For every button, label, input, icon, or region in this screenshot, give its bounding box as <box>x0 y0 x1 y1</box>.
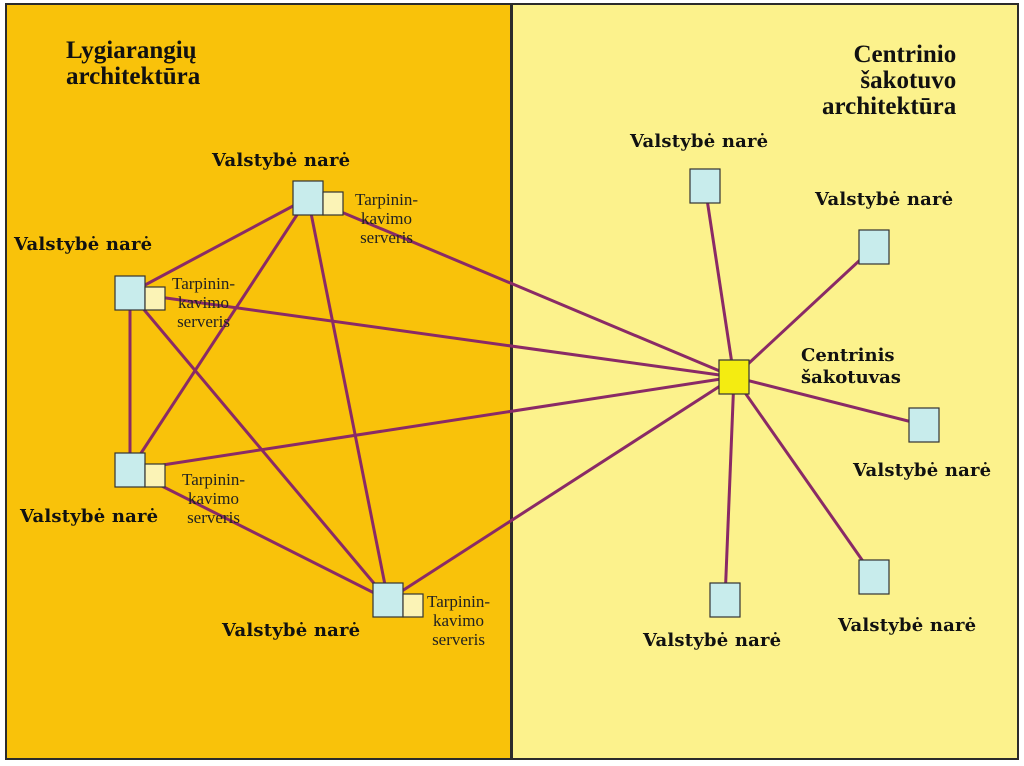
mediation-server-label-lower-left: Tarpinin- kavimo serveris <box>182 470 246 527</box>
left-title: Lygiarangių architektūra <box>66 37 201 90</box>
mediation-server-box-2 <box>144 286 166 311</box>
member-state-label-r5: Valstybė narė <box>643 630 782 651</box>
hub-link-left-3 <box>129 375 735 472</box>
peer-to-peer-panel <box>5 3 512 760</box>
member-state-node-right-4 <box>858 559 890 595</box>
central-hub-label: Centrinis šakotuvas <box>801 345 901 388</box>
hub-link-left-1 <box>307 196 735 379</box>
hub-spoke-5 <box>723 376 736 601</box>
mediation-server-label-top: Tarpinin- kavimo serveris <box>355 190 419 247</box>
member-state-node-right-5 <box>709 582 741 618</box>
member-state-node-right-3 <box>908 407 940 443</box>
hub-link-left-2 <box>129 291 735 379</box>
member-state-node-left-3 <box>114 452 146 488</box>
hub-spoke-4 <box>732 376 876 578</box>
peer-link-1 <box>129 196 309 295</box>
mediation-server-box-4 <box>402 593 424 618</box>
peer-link-5 <box>128 292 390 601</box>
mediation-server-box-3 <box>144 463 166 488</box>
hub-link-left-4 <box>387 375 735 602</box>
peer-link-6 <box>129 468 389 602</box>
member-state-label-lower-left: Valstybė narė <box>20 506 159 527</box>
peer-link-2 <box>128 197 310 471</box>
mediation-server-box-1 <box>322 191 344 216</box>
member-state-label-upper-left: Valstybė narė <box>14 234 153 255</box>
member-state-label-r1: Valstybė narė <box>630 131 769 152</box>
mediation-server-label-upper-left: Tarpinin- kavimo serveris <box>172 274 236 331</box>
member-state-node-right-1 <box>689 168 721 204</box>
member-state-node-left-4 <box>372 582 404 618</box>
hub-spoke-1 <box>703 185 736 378</box>
peer-link-3 <box>306 197 390 601</box>
member-state-label-bottom: Valstybė narė <box>222 620 361 641</box>
member-state-label-r2: Valstybė narė <box>815 189 954 210</box>
right-title: Centrinio šakotuvo architektūra <box>822 41 957 120</box>
member-state-node-left-1 <box>292 180 324 216</box>
mediation-server-label-bottom: Tarpinin- kavimo serveris <box>427 592 491 649</box>
member-state-node-left-2 <box>114 275 146 311</box>
member-state-label-top: Valstybė narė <box>212 150 351 171</box>
hub-spoke-3 <box>733 375 925 427</box>
central-hub-panel <box>511 3 1019 760</box>
member-state-node-right-2 <box>858 229 890 265</box>
hub-spoke-2 <box>732 245 876 379</box>
member-state-label-r4: Valstybė narė <box>838 615 977 636</box>
central-hub-node <box>718 359 750 395</box>
member-state-label-r3: Valstybė narė <box>853 460 992 481</box>
